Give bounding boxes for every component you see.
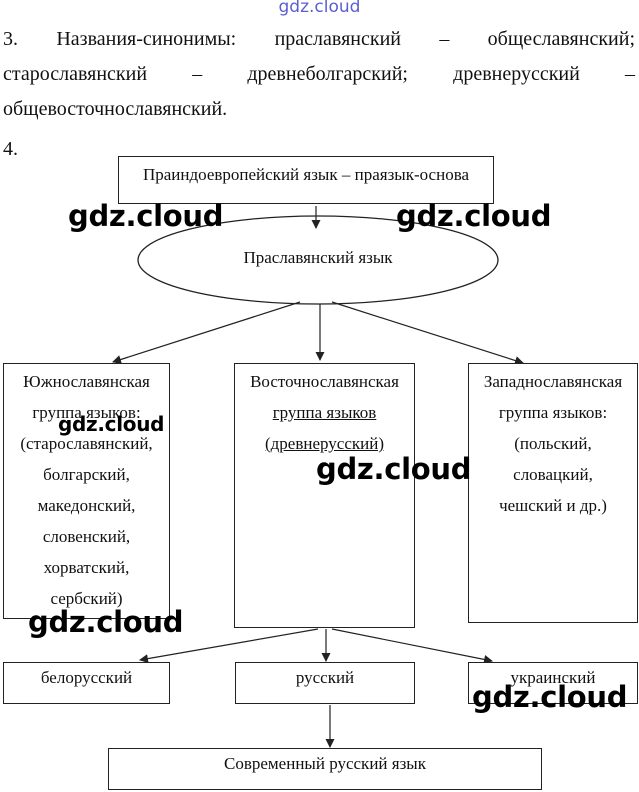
- ukrainian-label: украинский: [510, 668, 596, 687]
- watermark: gdz.cloud: [472, 680, 628, 714]
- section-3-text: Названия-синонимы: праславянский – общес…: [3, 28, 636, 120]
- modern-russian-label: Современный русский язык: [224, 754, 426, 773]
- south-line: хорватский,: [43, 558, 130, 577]
- east-line: группа языков: [272, 403, 377, 422]
- west-line: группа языков:: [498, 403, 608, 422]
- watermark-top: gdz.cloud: [278, 0, 361, 17]
- south-line: (старославянский,: [20, 434, 153, 453]
- west-line: чешский и др.): [499, 496, 607, 515]
- ukrainian-box: украинский: [468, 662, 638, 704]
- arrow-proto-to-west: [331, 301, 524, 365]
- arrow-proto-to-south: [112, 301, 301, 364]
- proto-ellipse: [137, 215, 499, 305]
- russian-box: русский: [235, 662, 415, 704]
- west-line: словацкий,: [513, 465, 593, 484]
- section-3-number: 3.: [3, 28, 18, 50]
- watermark: gdz.cloud: [58, 412, 165, 436]
- watermark: gdz.cloud: [396, 199, 552, 233]
- russian-label: русский: [295, 668, 355, 687]
- south-line: словенский,: [42, 527, 131, 546]
- root-language-box: Праиндоевропейский язык – праязык-основа: [118, 156, 494, 204]
- belarusian-box: белорусский: [3, 662, 170, 704]
- watermark: gdz.cloud: [28, 605, 184, 639]
- west-line: (польский,: [514, 434, 592, 453]
- south-slavic-box: Южнославянская группа языков: (старослав…: [3, 363, 170, 619]
- modern-russian-box: Современный русский язык: [108, 748, 542, 790]
- section-4-number: 4.: [3, 138, 18, 160]
- south-line: македонский,: [37, 496, 136, 515]
- arrow-east-to-belarusian: [139, 628, 319, 664]
- south-line: Южнославянская: [23, 372, 150, 391]
- east-line: (древнерусский): [264, 434, 384, 453]
- south-line: сербский): [50, 589, 123, 608]
- proto-slavic-label: Праславянский язык: [243, 248, 393, 267]
- watermark: gdz.cloud: [316, 452, 472, 486]
- belarusian-label: белорусский: [40, 668, 133, 687]
- root-language-label: Праиндоевропейский язык – праязык-основа: [142, 165, 470, 184]
- arrow-east-to-ukrainian: [331, 628, 493, 664]
- west-slavic-box: Западнославянская группа языков: (польск…: [468, 363, 638, 623]
- east-line: Восточнославянская: [250, 372, 399, 391]
- watermark: gdz.cloud: [68, 199, 224, 233]
- south-line: болгарский,: [43, 465, 130, 484]
- south-line: группа языков:: [32, 403, 141, 422]
- west-line: Западнославянская: [483, 372, 623, 391]
- east-slavic-box: Восточнославянская группа языков (древне…: [234, 363, 415, 628]
- section-3-paragraph: 3. Названия-синонимы: праславянский – об…: [3, 22, 635, 127]
